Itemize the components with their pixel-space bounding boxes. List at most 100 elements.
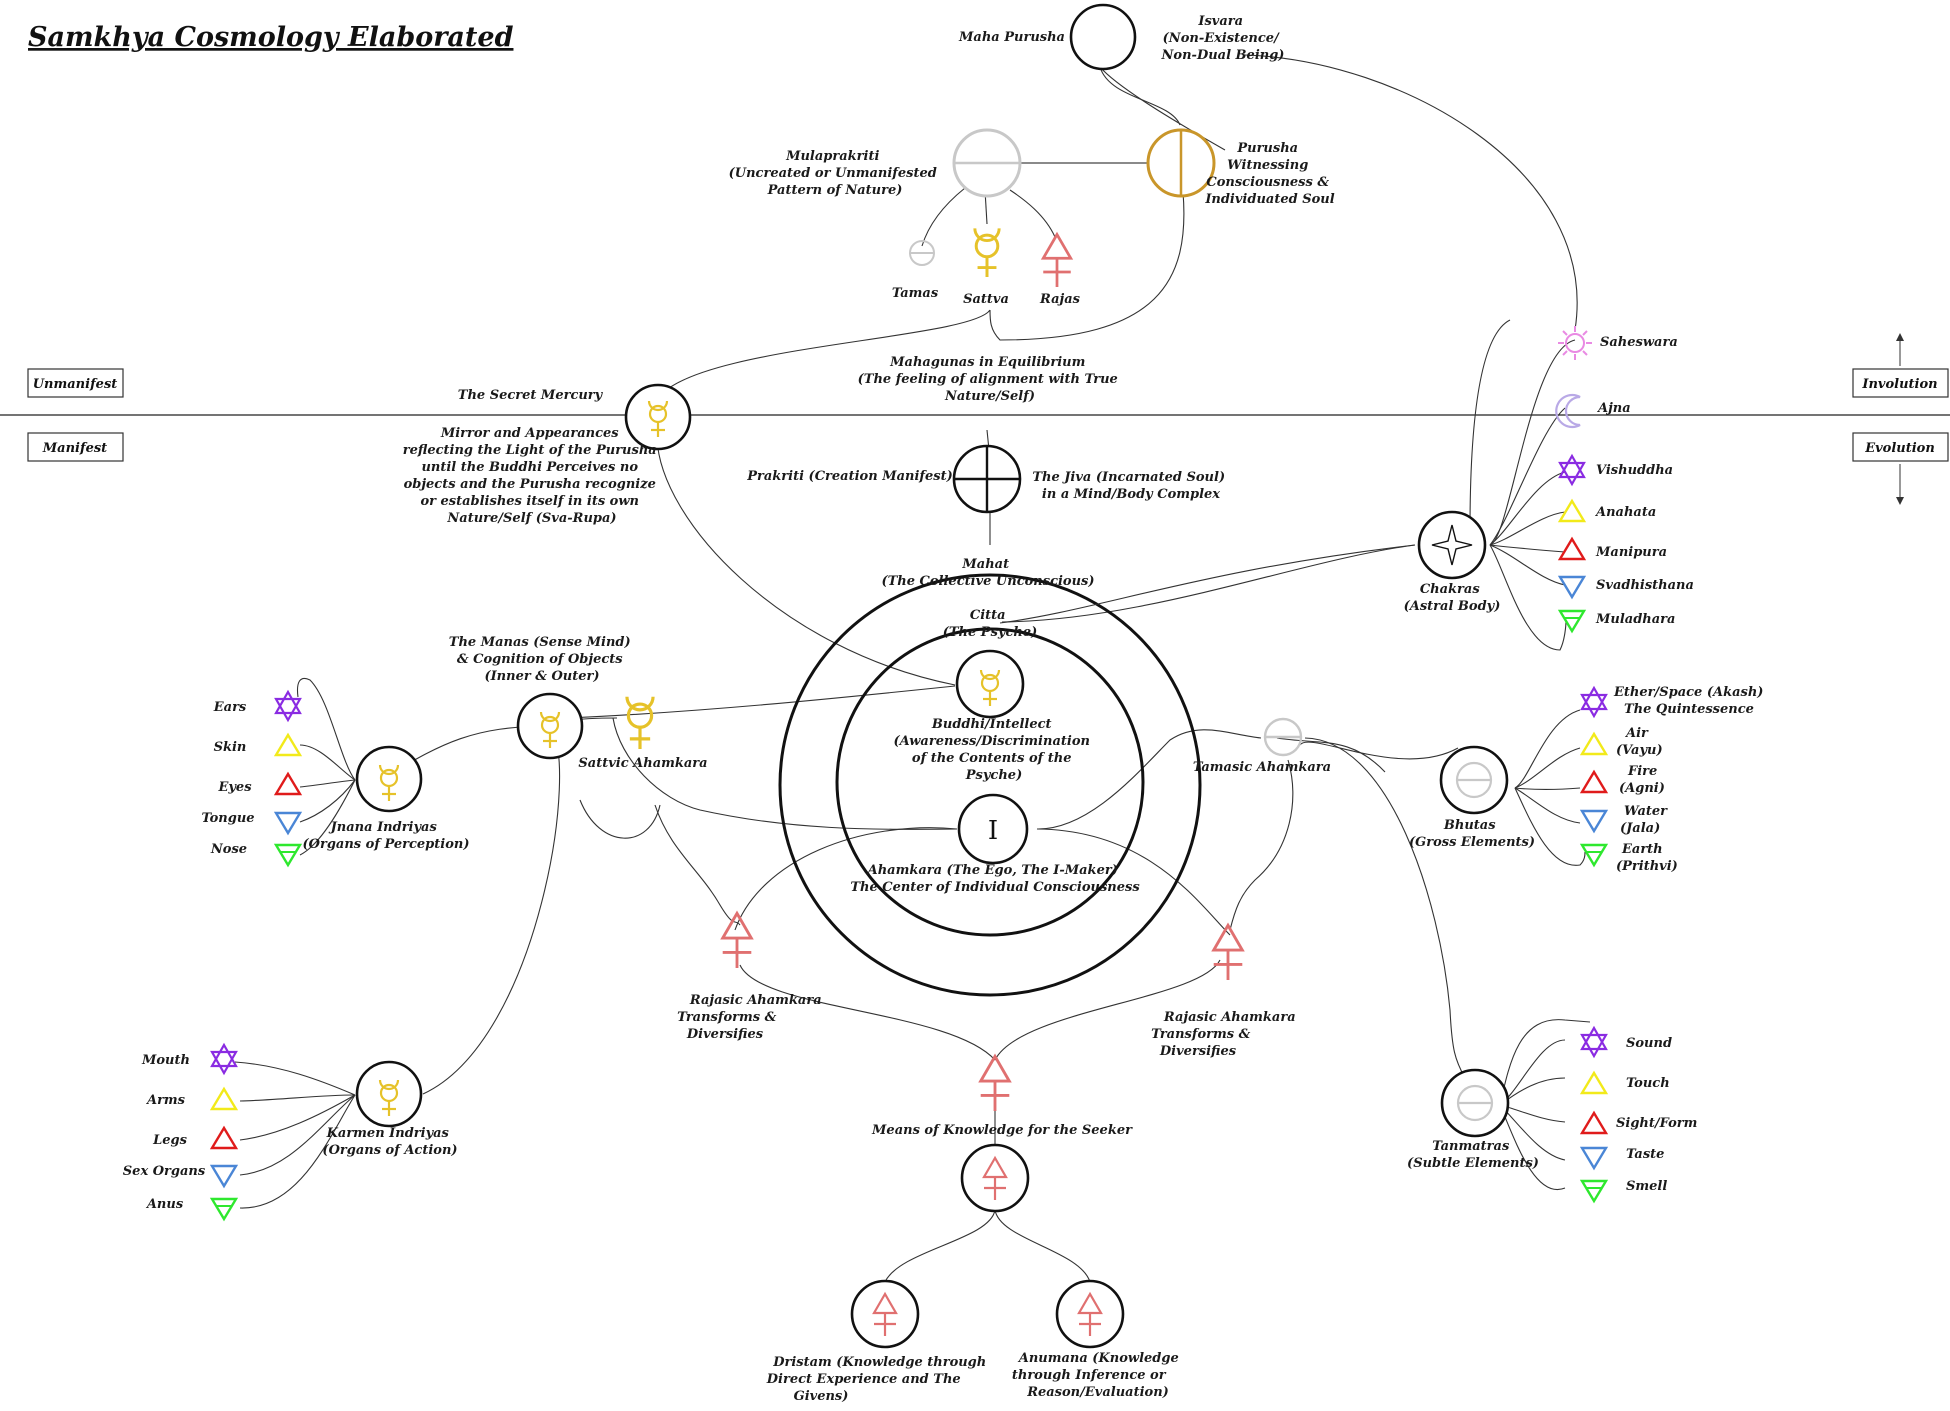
unmanifest-box: [27, 368, 124, 398]
earth-label: Earth (Prithvi): [1616, 842, 1678, 874]
tongue-icon: [274, 811, 302, 835]
smell-label: Smell: [1626, 1179, 1667, 1194]
tanmatras-list: Sound Touch Sight/Form Taste Smell: [1580, 1026, 1697, 1203]
manipura-label: Manipura: [1595, 545, 1667, 560]
evolution-label: Evolution: [1864, 441, 1935, 456]
evolution-box: [1852, 432, 1949, 462]
citta-outer-circle: [778, 573, 1202, 997]
secret-mercury-label: The Secret Mercury: [458, 388, 604, 403]
manifest-label: Manifest: [42, 441, 107, 456]
karmen-indriyas-label: Karmen Indriyas (Organs of Action): [322, 1126, 457, 1158]
rajasic-ahamkara-right-label: Rajasic Ahamkara Transforms & Diversifie…: [1151, 1010, 1300, 1059]
vishuddha-icon: [1558, 454, 1586, 486]
tamas-label: Tamas: [892, 286, 939, 301]
sex-organs-label: Sex Organs: [123, 1164, 206, 1179]
vishuddha-label: Vishuddha: [1596, 463, 1673, 478]
sattvic-ahamkara-symbol: [625, 695, 655, 751]
air-label: Air (Vayu): [1616, 726, 1663, 758]
maha-purusha-circle: [1069, 3, 1137, 71]
anus-icon: [210, 1197, 238, 1221]
isvara-label: Isvara (Non-Existence/ Non-Dual Being): [1161, 14, 1285, 63]
dristam-label: Dristam (Knowledge through Direct Experi…: [766, 1355, 991, 1404]
unmanifest-label: Unmanifest: [33, 377, 118, 392]
muladhara-label: Muladhara: [1595, 612, 1675, 627]
svadhisthana-icon: [1558, 575, 1586, 599]
eyes-icon: [274, 772, 302, 796]
chakras-star-icon: [1431, 524, 1473, 566]
tamasic-ahamkara-symbol: [1263, 717, 1303, 757]
nose-icon: [274, 843, 302, 867]
ajna-moon-icon: [1555, 393, 1581, 429]
jiva-label: The Jiva (Incarnated Soul) in a Mind/Bod…: [1032, 470, 1229, 502]
earth-icon: [1580, 843, 1608, 867]
sight-label: Sight/Form: [1616, 1116, 1697, 1131]
connectors: [234, 54, 1591, 1283]
taste-icon: [1580, 1146, 1608, 1170]
muladhara-icon: [1558, 609, 1586, 633]
purusha-label: Purusha Witnessing Consciousness & Indiv…: [1204, 141, 1334, 207]
buddhi-inner-circle: [835, 627, 1145, 937]
tongue-label: Tongue: [201, 811, 254, 826]
mahat-label: Mahat (The Collective Unconscious): [881, 557, 1094, 589]
ether-icon: [1580, 686, 1608, 718]
chakra-list: Saheswara Ajna Vishuddha Anahata Manipur…: [1555, 326, 1694, 633]
buddhi-label: Buddhi/Intellect (Awareness/Discriminati…: [894, 717, 1095, 783]
involution-box: [1852, 368, 1949, 398]
rajasic-ahamkara-left-symbol: [721, 911, 753, 970]
mirror-label: Mirror and Appearances reflecting the Li…: [403, 426, 661, 526]
anahata-icon: [1558, 499, 1586, 523]
anumana-label: Anumana (Knowledge through Inference or …: [1012, 1351, 1183, 1400]
smell-icon: [1580, 1179, 1608, 1203]
buddhi-circle: [955, 649, 1025, 719]
arms-label: Arms: [145, 1093, 186, 1108]
chakras-circle: [1417, 510, 1487, 580]
bhutas-list: Ether/Space (Akash) The Quintessence Air…: [1580, 685, 1763, 874]
manas-circle: [516, 692, 584, 760]
rajas-label: Rajas: [1039, 292, 1081, 307]
skin-icon: [274, 733, 302, 757]
fire-icon: [1580, 770, 1608, 794]
ahamkara-symbol: I: [988, 816, 998, 846]
citta-to-chakras-line: [999, 544, 1416, 624]
manifest-box: [27, 432, 124, 462]
tanmatras-symbol: [1456, 1084, 1494, 1122]
sight-icon: [1580, 1111, 1608, 1135]
eyes-label: Eyes: [217, 780, 252, 795]
means-of-knowledge-symbol: [979, 1054, 1011, 1113]
involution-label: Involution: [1861, 377, 1937, 392]
citta-label: Citta (The Psyche): [943, 608, 1038, 640]
mulaprakriti-label: Mulaprakriti (Uncreated or Unmanifested …: [729, 149, 942, 198]
sattva-symbol: [973, 226, 1001, 279]
svadhisthana-label: Svadhisthana: [1596, 578, 1694, 593]
water-label: Water (Jala): [1620, 804, 1672, 836]
rajasic-ahamkara-left-label: Rajasic Ahamkara Transforms & Diversifie…: [677, 993, 826, 1042]
mouth-label: Mouth: [141, 1053, 190, 1068]
involution-arrowhead: [1896, 333, 1904, 341]
anahata-label: Anahata: [1594, 505, 1656, 520]
touch-icon: [1580, 1071, 1608, 1095]
secret-mercury-circle: [624, 383, 692, 451]
air-icon: [1580, 732, 1608, 756]
diagram-title: Samkhya Cosmology Elaborated: [28, 22, 514, 53]
manas-label: The Manas (Sense Mind) & Cognition of Ob…: [449, 635, 635, 684]
evolution-arrowhead: [1896, 497, 1904, 505]
sound-icon: [1580, 1026, 1608, 1058]
mouth-icon: [210, 1043, 238, 1075]
arms-icon: [210, 1087, 238, 1111]
taste-label: Taste: [1626, 1147, 1664, 1162]
jnana-indriyas-label: Jnana Indriyas (Organs of Perception): [303, 820, 470, 852]
karmen-indriyas-circle: [355, 1060, 423, 1128]
jnana-indriyas-circle: [355, 745, 423, 813]
sound-label: Sound: [1626, 1036, 1672, 1051]
bhutas-label: Bhutas (Gross Elements): [1409, 818, 1535, 850]
ears-icon: [274, 690, 302, 722]
legs-icon: [210, 1126, 238, 1150]
anus-label: Anus: [145, 1197, 184, 1212]
prakriti-label: Prakriti (Creation Manifest): [746, 469, 953, 484]
ahamkara-label: Ahamkara (The Ego, The I-Maker) The Cent…: [850, 863, 1140, 895]
saheswara-label: Saheswara: [1600, 335, 1678, 350]
rajas-symbol: [1041, 233, 1073, 289]
action-list: Mouth Arms Legs Sex Organs Anus: [123, 1043, 238, 1221]
tamasic-ahamkara-label: Tamasic Ahamkara: [1193, 760, 1331, 775]
